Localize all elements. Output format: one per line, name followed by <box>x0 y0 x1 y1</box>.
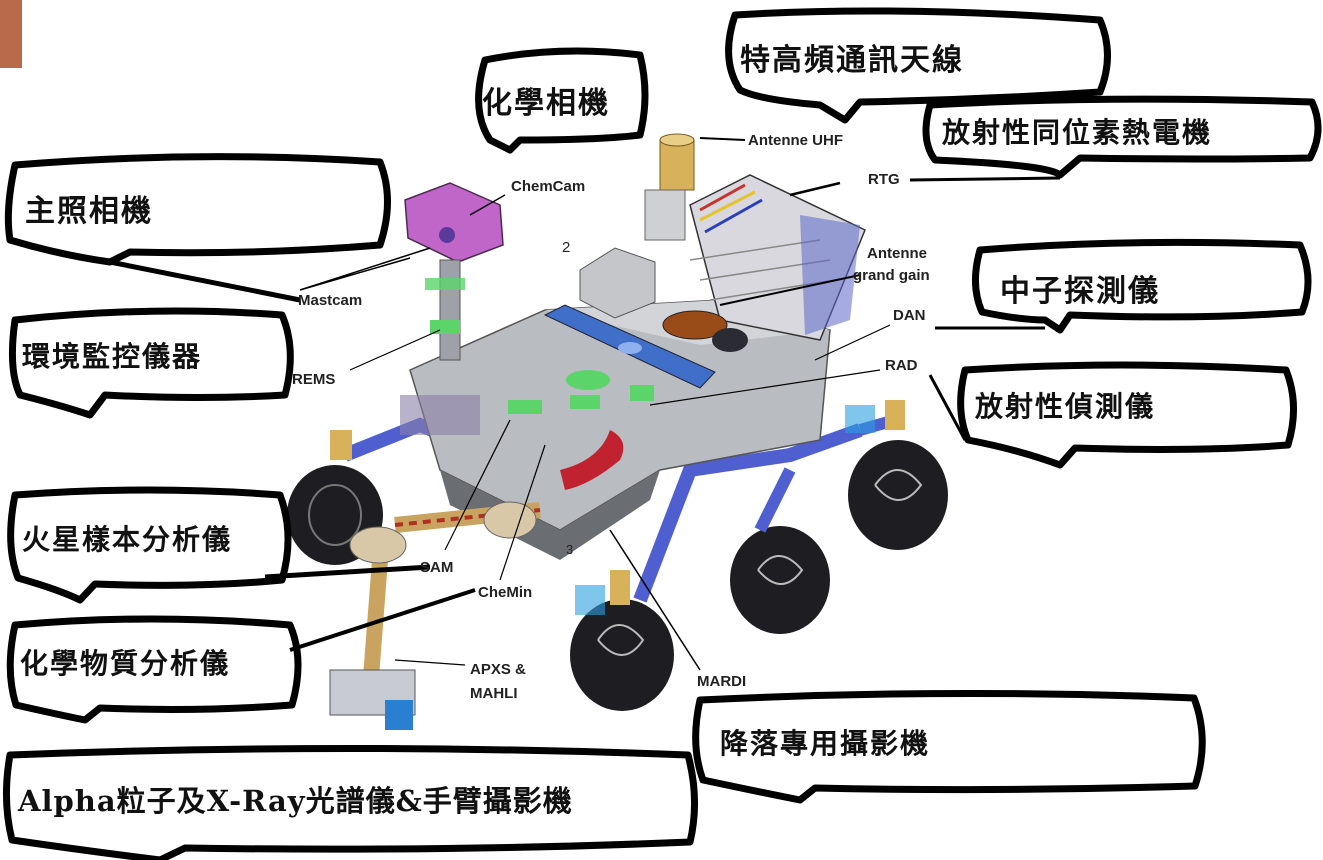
wheel-rear-right <box>848 440 948 550</box>
callout-rems: 環境監控儀器 <box>22 340 203 373</box>
instruments-deck <box>400 370 654 490</box>
bubble-dan <box>971 238 1312 334</box>
callout-uhf-antenna: 特高頻通訊天線 <box>740 43 964 78</box>
callout-mardi: 降落專用攝影機 <box>720 727 931 760</box>
callout-sam: 火星樣本分析儀 <box>22 523 233 556</box>
tag-antenne-uhf: Antenne UHF <box>748 132 843 149</box>
callout-apxs-mahli: Alpha粒子及X-Ray光譜儀&手臂攝影機 <box>18 784 573 818</box>
chemcam-box <box>579 247 656 319</box>
bubble-rtg <box>922 95 1322 179</box>
rtg-unit <box>689 174 866 341</box>
tag-chemin: CheMin <box>478 584 533 601</box>
bubble-chemin <box>6 615 302 724</box>
uhf-antenna <box>644 133 695 241</box>
pointer-lines <box>109 137 1061 671</box>
bubble-chemcam <box>475 47 649 154</box>
callout-rad: 放射性偵測儀 <box>975 390 1156 423</box>
tag-antenne-grand-gain-line2: grand gain <box>853 267 930 284</box>
callout-chemcam: 化學相機 <box>482 86 610 121</box>
bubble-apxs <box>2 745 698 860</box>
tag-rems: REMS <box>292 371 336 388</box>
callout-dan: 中子探測儀 <box>1000 274 1160 309</box>
bubble-rems <box>8 307 294 419</box>
bubble-sam <box>7 486 292 604</box>
tag-mardi: MARDI <box>697 673 747 690</box>
tag-number-2: 2 <box>562 239 571 256</box>
tag-apxs-line1: APXS & <box>470 661 526 678</box>
tag-rad: RAD <box>885 357 918 374</box>
bubble-mastcam <box>4 153 391 266</box>
wheel-middle-right <box>730 526 830 634</box>
hga-dish <box>662 310 748 352</box>
tag-sam: SAM <box>420 559 454 576</box>
bubble-uhf <box>725 7 1111 124</box>
callout-chemin: 化學物質分析儀 <box>20 647 231 680</box>
callout-mastcam: 主照相機 <box>25 194 153 229</box>
robotic-arm <box>329 501 541 730</box>
solar-strip <box>543 304 716 389</box>
corner-accent <box>0 0 22 68</box>
mast <box>404 182 504 361</box>
bubble-rad <box>957 361 1298 469</box>
tag-chemcam: ChemCam <box>511 178 586 195</box>
tag-antenne-grand-gain-line1: Antenne <box>867 245 927 262</box>
tag-apxs-line2: MAHLI <box>470 685 518 702</box>
tag-number-3: 3 <box>566 542 574 557</box>
tag-mastcam: Mastcam <box>298 292 363 309</box>
tag-rtg: RTG <box>868 171 900 188</box>
callout-bubbles <box>2 7 1322 860</box>
tag-dan: DAN <box>893 307 926 324</box>
bubble-mardi <box>692 689 1206 804</box>
callout-rtg: 放射性同位素熱電機 <box>942 116 1213 149</box>
